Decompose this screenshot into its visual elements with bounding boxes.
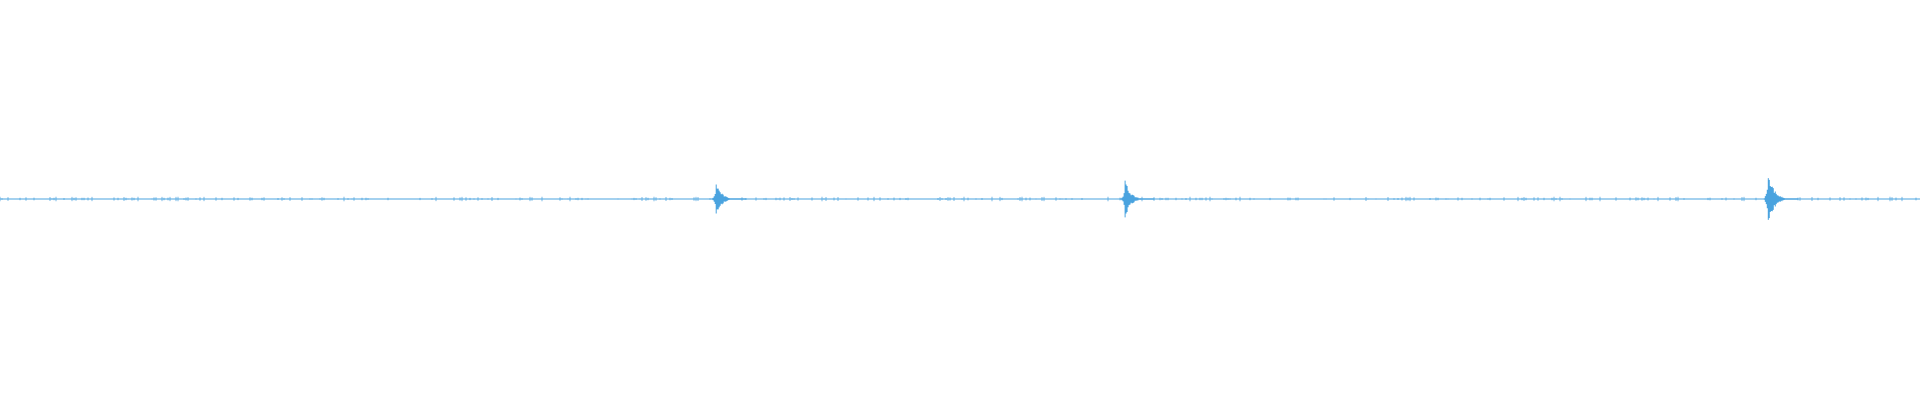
waveform-samples — [0, 178, 1920, 220]
waveform-peak-1 — [711, 184, 746, 214]
waveform-peak-2 — [1120, 180, 1155, 218]
waveform-noise — [0, 196, 1917, 202]
waveform-peak-3 — [1763, 178, 1798, 220]
